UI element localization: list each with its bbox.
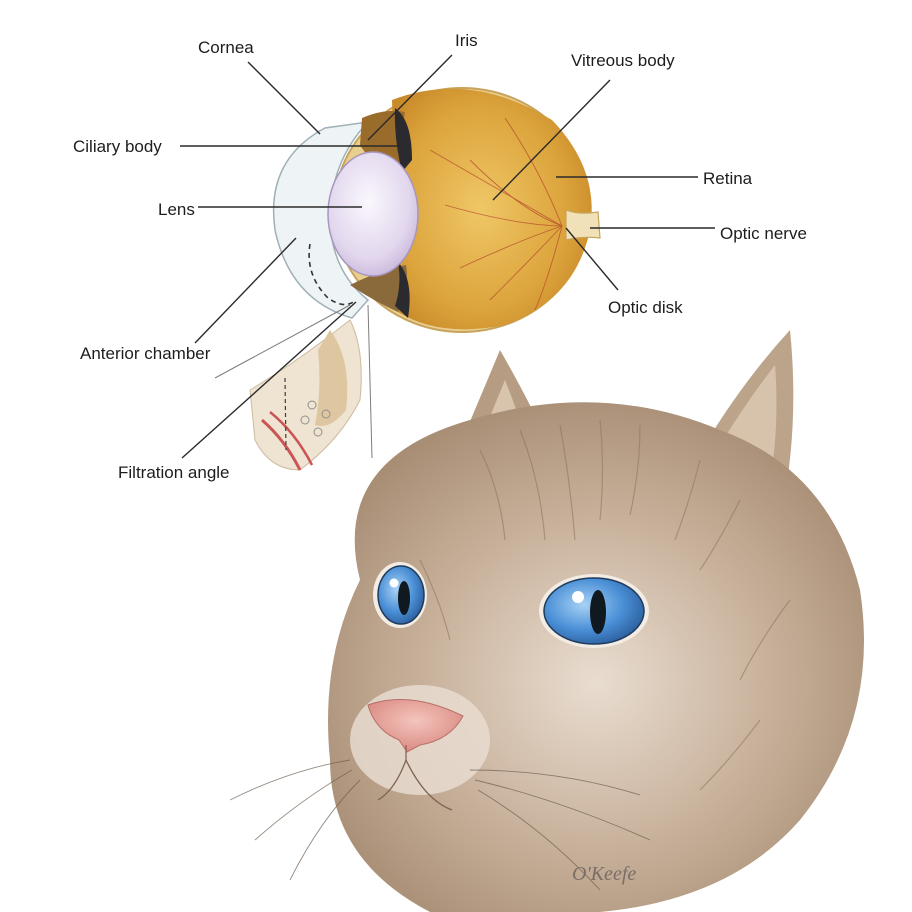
label-lens: Lens <box>158 200 195 219</box>
cat-whiskers <box>229 759 651 891</box>
eye-cross-section <box>214 87 601 471</box>
label-iris: Iris <box>455 31 478 50</box>
cat-head <box>328 402 864 912</box>
iris-dark-lower <box>395 262 410 318</box>
label-ciliary-body: Ciliary body <box>73 137 162 156</box>
fur-strokes <box>419 419 791 791</box>
ciliary-body-lower <box>350 265 407 312</box>
iris-dark <box>394 108 412 172</box>
leader-filtration-angle <box>181 301 357 459</box>
label-optic-disk: Optic disk <box>608 298 683 317</box>
label-cornea: Cornea <box>198 38 254 57</box>
vitreous-body <box>392 88 592 330</box>
leader-vitreous-body <box>492 79 611 201</box>
leader-anterior-chamber <box>194 237 297 344</box>
label-retina: Retina <box>703 169 753 188</box>
cat-left-eye <box>373 562 427 628</box>
optic-nerve <box>565 209 601 241</box>
anterior-chamber <box>308 243 357 306</box>
cat-illustration: O'Keefe <box>229 330 864 912</box>
label-filtration-angle: Filtration angle <box>118 463 230 482</box>
cat-right-eye <box>539 574 649 648</box>
label-vitreous-body: Vitreous body <box>571 51 675 70</box>
leader-optic-disk <box>565 227 619 291</box>
lens <box>327 151 419 277</box>
retina-vessels <box>429 117 563 311</box>
leader-cornea <box>247 61 321 135</box>
cat-nose <box>367 699 464 753</box>
leader-lines <box>180 54 715 459</box>
leader-iris <box>367 54 453 141</box>
label-optic-nerve: Optic nerve <box>720 224 807 243</box>
filtration-angle-inset <box>214 304 373 471</box>
artist-signature: O'Keefe <box>572 863 636 885</box>
label-anterior-chamber: Anterior chamber <box>80 344 211 363</box>
